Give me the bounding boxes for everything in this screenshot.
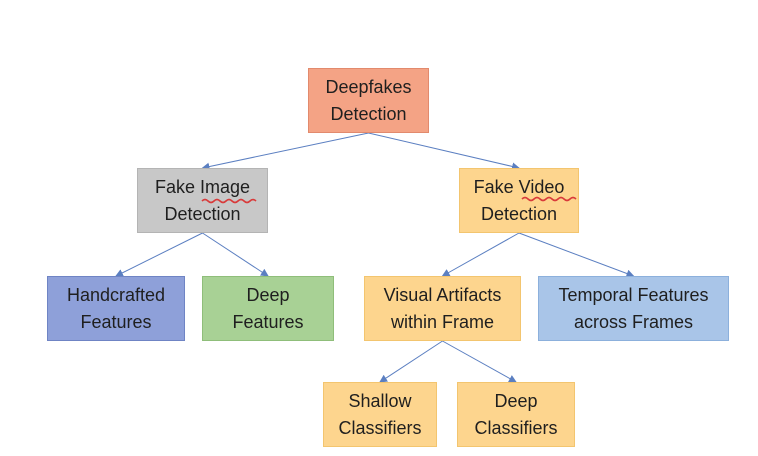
node-visual-artifacts: Visual Artifacts within Frame xyxy=(364,276,521,341)
node-label: Shallow Classifiers xyxy=(338,390,422,438)
node-label: Visual Artifacts within Frame xyxy=(383,284,502,332)
node-label: Deep Features xyxy=(232,284,304,332)
edge-root-to-fake-image xyxy=(201,132,369,171)
edge-visual-artifacts-to-shallow xyxy=(379,340,443,383)
edge-fake-image-to-handcrafted xyxy=(115,232,203,277)
edge-fake-image-to-deep-features xyxy=(202,232,269,277)
edge-visual-artifacts-to-deep-classifiers xyxy=(442,340,517,383)
node-label: Fake Image Detection xyxy=(154,176,251,224)
edge-fake-video-to-visual-artifacts xyxy=(441,232,520,277)
node-handcrafted: Handcrafted Features xyxy=(47,276,185,341)
node-label: Temporal Features across Frames xyxy=(558,284,709,332)
node-shallow: Shallow Classifiers xyxy=(323,382,437,447)
node-fake-image: Fake Image Detection xyxy=(137,168,268,233)
node-label: Handcrafted Features xyxy=(66,284,166,332)
node-root: Deepfakes Detection xyxy=(308,68,429,133)
node-deep-features: Deep Features xyxy=(202,276,334,341)
node-temporal: Temporal Features across Frames xyxy=(538,276,729,341)
edge-root-to-fake-video xyxy=(368,132,520,171)
edge-fake-video-to-temporal xyxy=(518,232,635,278)
node-label: Deep Classifiers xyxy=(474,390,558,438)
node-fake-video: Fake Video Detection xyxy=(459,168,579,233)
node-label: Fake Video Detection xyxy=(473,176,565,224)
node-label: Deepfakes Detection xyxy=(325,76,412,124)
node-deep-classifiers: Deep Classifiers xyxy=(457,382,575,447)
